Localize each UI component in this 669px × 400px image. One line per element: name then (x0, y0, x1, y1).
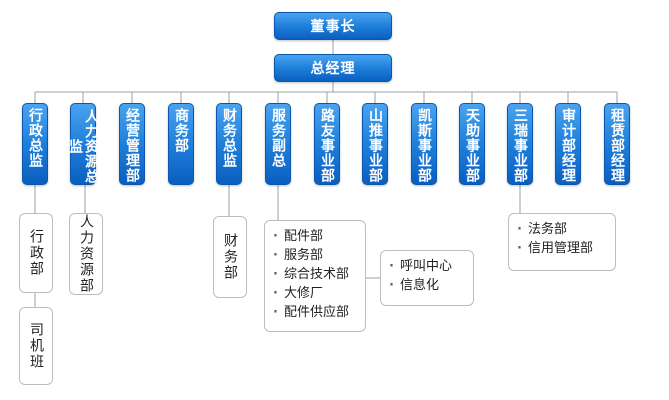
list-item: 大修厂 (273, 284, 359, 303)
sub-hr-dept: 人力资源部 (69, 213, 103, 295)
dept-shantui: 山推事业部 (362, 103, 388, 185)
sub-driver-team: 司机班 (19, 307, 53, 385)
general-manager-box: 总经理 (274, 54, 392, 82)
list-item: 配件部 (273, 227, 359, 246)
list-item: 配件供应部 (273, 303, 359, 322)
chairman-label: 董事长 (310, 19, 356, 35)
dept-luyou: 路友事业部 (314, 103, 340, 185)
list-item: 呼叫中心 (389, 257, 467, 276)
list-item: 综合技术部 (273, 265, 359, 284)
dept-kaisi: 凯斯事业部 (411, 103, 437, 185)
dept-leasing-manager: 租赁部经理 (604, 103, 630, 185)
list-item: 信用管理部 (517, 239, 609, 258)
dept-sanrui: 三瑞事业部 (507, 103, 533, 185)
list-item: 服务部 (273, 246, 359, 265)
chairman-box: 董事长 (274, 12, 392, 40)
list-item: 法务部 (517, 220, 609, 239)
dept-finance-director: 财务总监 (216, 103, 242, 185)
sanrui-sub-list: 法务部 信用管理部 (508, 213, 616, 271)
dept-admin-director: 行政总监 (22, 103, 48, 185)
dept-service-vp: 服务副总 (265, 103, 291, 185)
service-sub-list: 配件部 服务部 综合技术部 大修厂 配件供应部 (264, 220, 366, 332)
sub-admin-office: 行政部 (19, 213, 53, 293)
dept-hr-director: 人力资源总监 (67, 103, 99, 185)
dept-tianzhu: 天助事业部 (459, 103, 485, 185)
dept-commerce: 商务部 (168, 103, 194, 185)
list-item: 信息化 (389, 276, 467, 295)
dept-audit-manager: 审计部经理 (555, 103, 581, 185)
dept-business-management: 经营管理部 (119, 103, 145, 185)
service-sub2-list: 呼叫中心 信息化 (380, 250, 474, 306)
sub-finance-dept: 财务部 (213, 216, 247, 298)
general-manager-label: 总经理 (310, 61, 356, 77)
